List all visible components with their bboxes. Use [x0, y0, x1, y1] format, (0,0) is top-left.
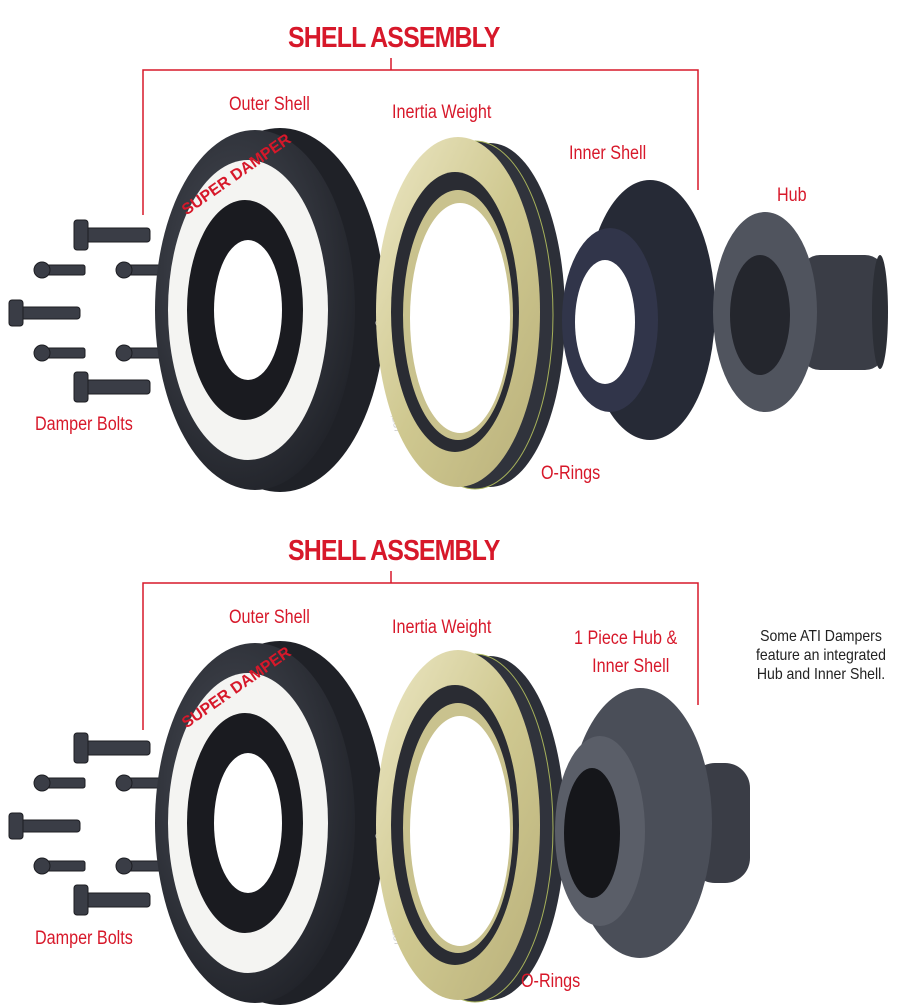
bottom-panel-parts: SUPER DAMPER U.S. PATENT # 5,425,287	[8, 571, 750, 1005]
inner-shell	[562, 180, 715, 440]
damper-bolts	[8, 732, 166, 916]
damper-bolts	[8, 219, 166, 403]
label-inner-shell: Inner Shell	[569, 143, 647, 164]
integrated-hub-note: Some ATI Dampers feature an integrated H…	[746, 627, 896, 685]
shell-assembly-bracket	[142, 69, 699, 215]
one-piece-hub-inner-shell	[555, 688, 750, 958]
label-damper-bolts: Damper Bolts	[35, 414, 133, 435]
label-outer-shell: Outer Shell	[229, 94, 310, 115]
label-o-rings: O-Rings	[541, 463, 601, 484]
note-line: feature an integrated	[756, 647, 886, 665]
label-inertia-weight: Inertia Weight	[392, 617, 492, 638]
label-o-rings: O-Rings	[521, 971, 581, 992]
hub	[713, 212, 888, 412]
label-hub: Hub	[777, 185, 807, 206]
inertia-weight	[376, 137, 565, 490]
shell-assembly-bracket	[142, 582, 699, 730]
label-damper-bolts: Damper Bolts	[35, 928, 133, 949]
label-inertia-weight: Inertia Weight	[392, 102, 492, 123]
outer-shell: SUPER DAMPER U.S. PATENT # 5,425,287	[155, 641, 403, 1005]
top-panel-parts: SUPER DAMPER U.S. PATENT # 5,425,287	[8, 58, 888, 492]
note-line: Some ATI Dampers	[760, 628, 882, 645]
label-line: 1 Piece Hub &	[574, 628, 678, 649]
note-line: Hub and Inner Shell.	[756, 666, 886, 684]
bottom-shell-assembly-title: SHELL ASSEMBLY	[288, 535, 500, 567]
label-outer-shell: Outer Shell	[229, 607, 310, 628]
label-hub-inner-shell: 1 Piece Hub & Inner Shell	[574, 625, 677, 680]
inertia-weight	[376, 650, 565, 1003]
top-shell-assembly-title: SHELL ASSEMBLY	[288, 22, 500, 54]
label-line: Inner Shell	[592, 655, 670, 677]
outer-shell: SUPER DAMPER U.S. PATENT # 5,425,287	[155, 128, 403, 492]
